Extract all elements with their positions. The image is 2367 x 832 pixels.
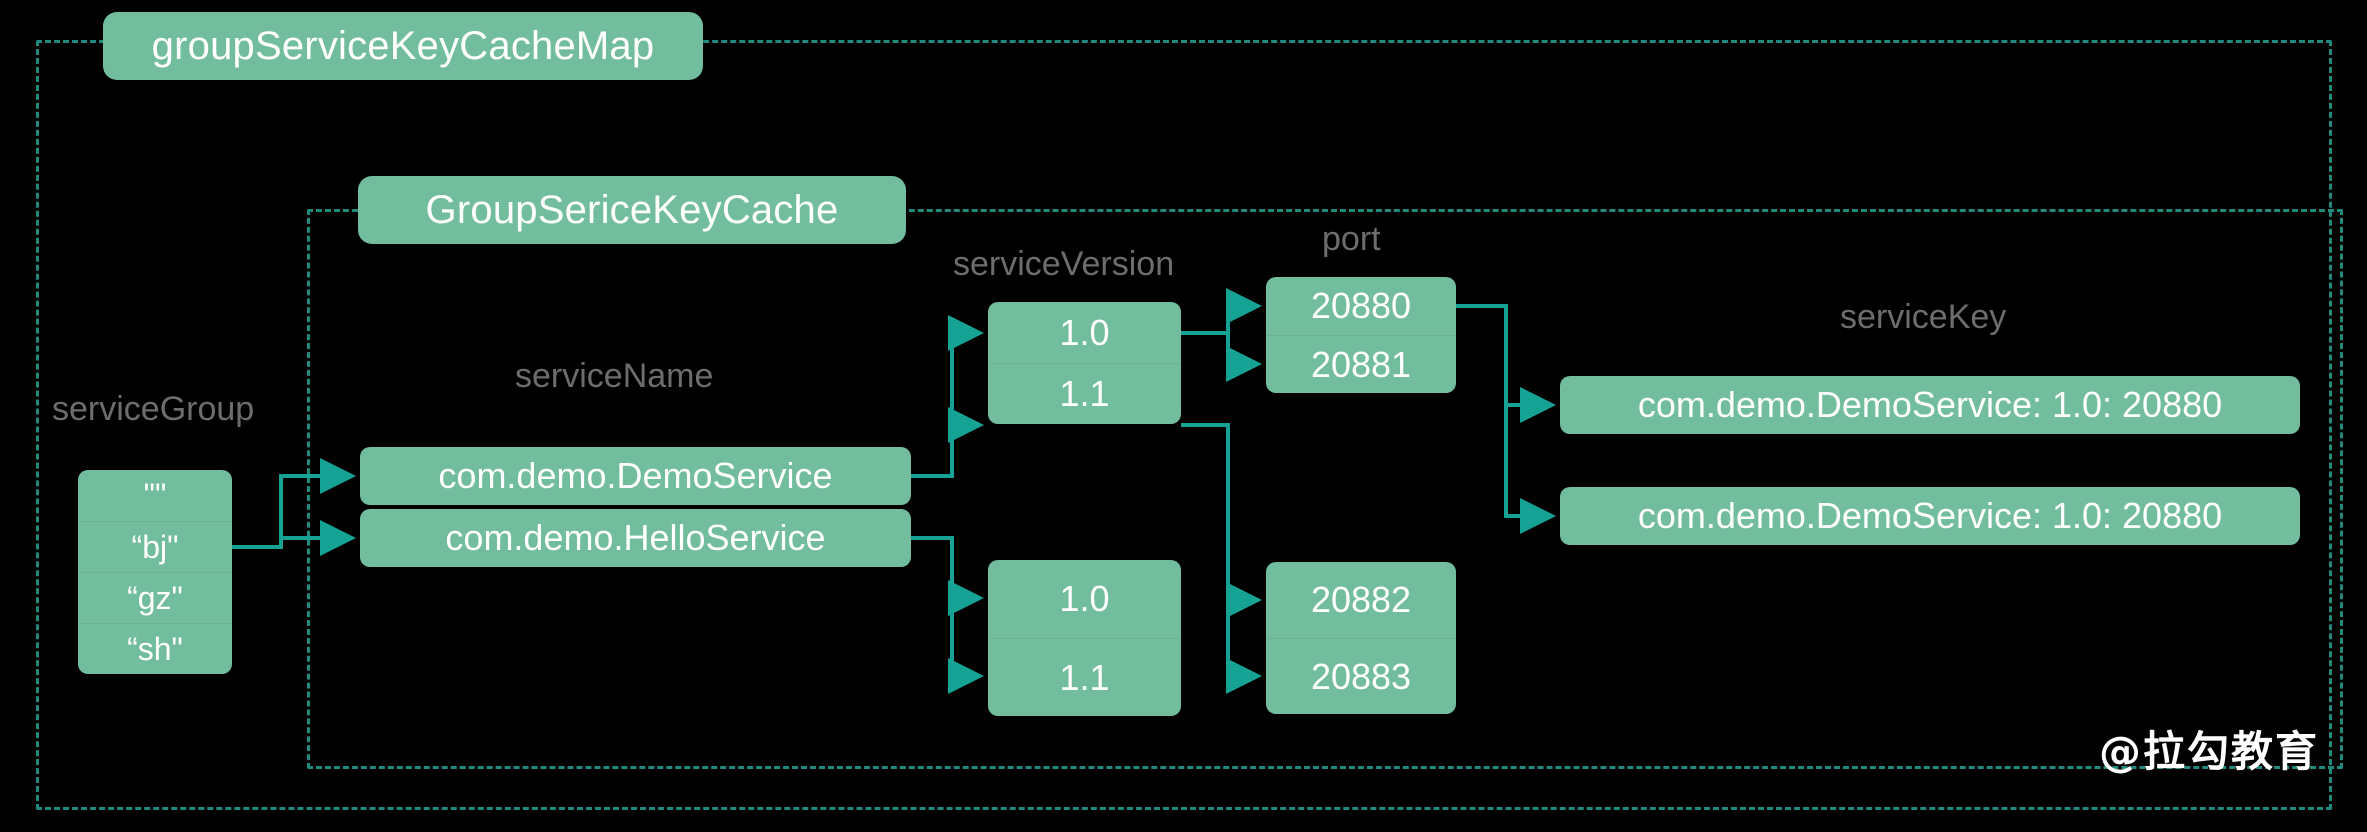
service-group-cell: “bj" <box>78 521 232 572</box>
port-cell: 20883 <box>1266 638 1456 714</box>
label-service-name: serviceName <box>515 357 714 395</box>
port-list-top: 20880 20881 <box>1266 277 1456 393</box>
label-service-version: serviceVersion <box>953 245 1175 283</box>
service-version-list-bottom: 1.0 1.1 <box>988 560 1181 716</box>
service-version-cell: 1.0 <box>988 302 1181 363</box>
service-version-cell: 1.0 <box>988 560 1181 638</box>
port-cell: 20882 <box>1266 562 1456 638</box>
service-key-pill: com.demo.DemoService: 1.0: 20880 <box>1560 376 2300 434</box>
service-version-cell: 1.1 <box>988 363 1181 424</box>
service-name-hello-service: com.demo.HelloService <box>360 509 911 567</box>
label-service-group: serviceGroup <box>52 390 255 428</box>
service-name-demo-service: com.demo.DemoService <box>360 447 911 505</box>
watermark: @拉勾教育 <box>2098 727 2319 776</box>
service-group-list: "" “bj" “gz" “sh" <box>78 470 232 674</box>
service-group-cell: “sh" <box>78 623 232 674</box>
label-port: port <box>1322 220 1381 258</box>
port-list-bottom: 20882 20883 <box>1266 562 1456 714</box>
service-key-pill: com.demo.DemoService: 1.0: 20880 <box>1560 487 2300 545</box>
service-version-cell: 1.1 <box>988 638 1181 716</box>
group-service-key-cache-map-container <box>36 40 2332 810</box>
title-group-serice-key-cache: GroupSericeKeyCache <box>358 176 906 244</box>
port-cell: 20880 <box>1266 277 1456 335</box>
port-cell: 20881 <box>1266 335 1456 393</box>
service-version-list-top: 1.0 1.1 <box>988 302 1181 424</box>
label-service-key: serviceKey <box>1840 298 2007 336</box>
service-group-cell: "" <box>78 470 232 521</box>
title-group-service-key-cache-map: groupServiceKeyCacheMap <box>103 12 703 80</box>
service-group-cell: “gz" <box>78 572 232 623</box>
